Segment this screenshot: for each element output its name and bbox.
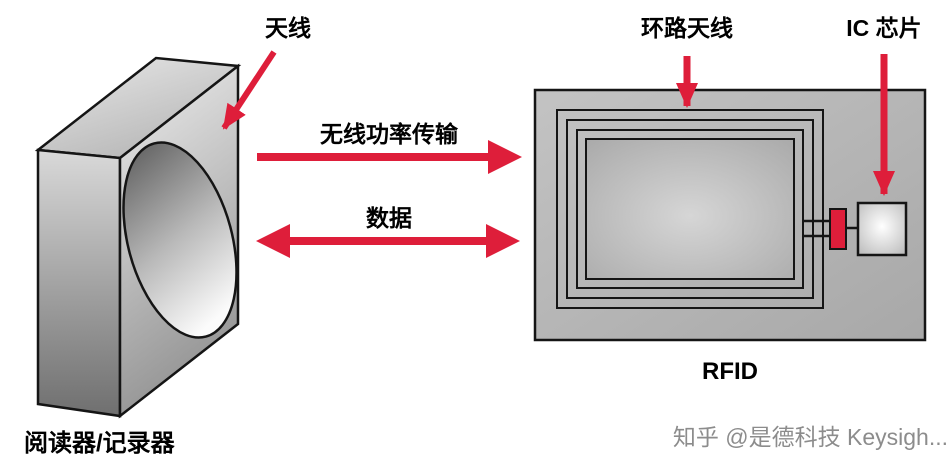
- coil-inner-panel: [585, 138, 795, 280]
- reader-writer-caption: 阅读器/记录器: [24, 430, 175, 457]
- antenna-label: 天线: [265, 15, 311, 41]
- rfid-tag: [533, 88, 927, 342]
- data-arrowhead-right: [486, 224, 520, 258]
- ic-chip-label: IC 芯片: [846, 15, 922, 41]
- reader-device: [34, 56, 242, 419]
- rfid-caption: RFID: [702, 358, 758, 385]
- data-arrow: [256, 224, 520, 258]
- chip-bonding-pad: [829, 208, 847, 250]
- reader-side-face: [36, 148, 122, 418]
- loop-antenna-coil: [556, 109, 824, 309]
- wireless-power-arrowhead: [488, 140, 522, 174]
- wireless-power-label: 无线功率传输: [320, 121, 458, 147]
- data-label: 数据: [366, 205, 412, 231]
- reader-antenna-aperture: [122, 141, 238, 339]
- data-arrowhead-left: [256, 224, 290, 258]
- loop-antenna-label: 环路天线: [641, 15, 733, 41]
- wireless-power-arrow: [257, 140, 522, 174]
- antenna-callout-arrow: [221, 50, 277, 130]
- watermark: 知乎 @是德科技 Keysigh...: [672, 424, 948, 450]
- ic-chip-square: [856, 201, 908, 257]
